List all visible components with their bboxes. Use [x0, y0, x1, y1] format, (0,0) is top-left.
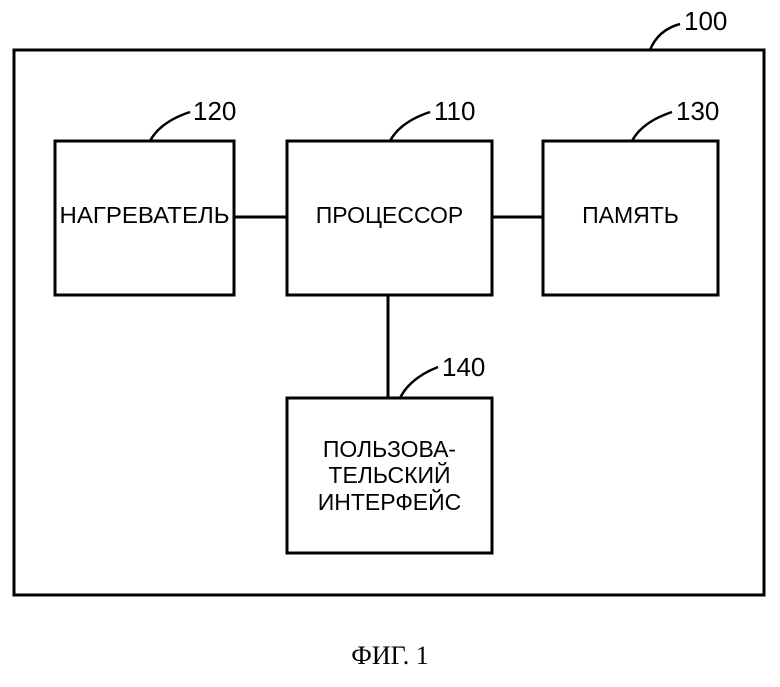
- processor-label: ПРОЦЕССОР: [316, 202, 464, 228]
- user-interface-label-line-1: ПОЛЬЗОВА-: [323, 436, 456, 462]
- user-interface-ref-leader: [400, 367, 438, 398]
- user-interface-label-line-2: ТЕЛЬСКИЙ: [328, 461, 450, 488]
- heater-ref-number: 120: [193, 96, 236, 126]
- heater-label: НАГРЕВАТЕЛЬ: [60, 202, 230, 228]
- memory-ref-leader: [632, 112, 672, 141]
- processor-ref-number: 110: [434, 96, 475, 126]
- processor-ref-leader: [390, 112, 430, 141]
- figure-caption: ФИГ. 1: [351, 641, 428, 670]
- user-interface-ref-number: 140: [442, 352, 485, 382]
- memory-ref-number: 130: [676, 96, 719, 126]
- device-ref-number: 100: [684, 6, 727, 36]
- memory-label: ПАМЯТЬ: [582, 202, 679, 228]
- user-interface-label-line-3: ИНТЕРФЕЙС: [318, 488, 462, 515]
- device-ref-leader: [650, 24, 680, 50]
- heater-ref-leader: [150, 112, 190, 141]
